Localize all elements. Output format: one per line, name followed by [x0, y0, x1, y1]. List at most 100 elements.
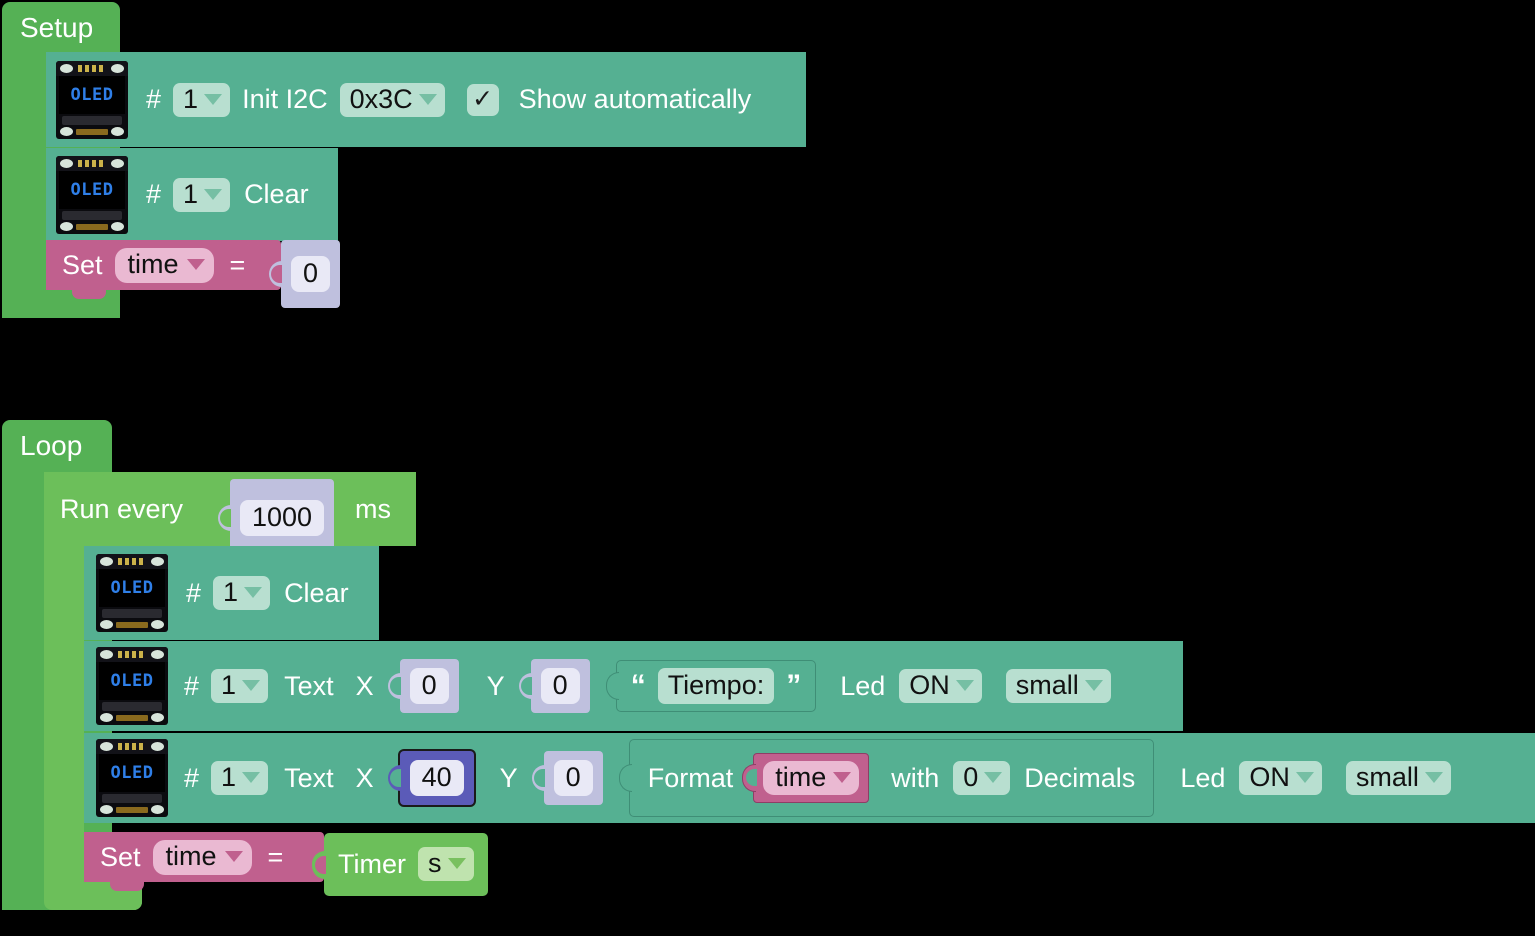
display-number-value: 1: [221, 762, 237, 792]
value-plug: [618, 764, 633, 792]
oled-clear-block[interactable]: OLED # 1 Clear: [46, 148, 338, 241]
y-coordinate-label: Y: [486, 670, 505, 701]
x-coordinate-label: X: [355, 762, 374, 793]
x-value: 40: [409, 760, 464, 796]
quote-close-icon: ”: [786, 669, 802, 702]
font-size-value: small: [1355, 762, 1419, 792]
timer-label: Timer: [338, 848, 406, 879]
chevron-down-icon: [204, 188, 223, 200]
display-number-value: 1: [221, 670, 237, 700]
variable-dropdown[interactable]: time: [763, 761, 860, 795]
text-action-label: Text: [284, 762, 334, 793]
format-label: Format: [647, 762, 734, 793]
format-variable-block[interactable]: time: [742, 753, 870, 803]
oled-clear-block[interactable]: OLED # 1 Clear: [84, 546, 379, 640]
oled-display-icon: OLED: [56, 60, 128, 139]
decimals-value: 0: [963, 762, 979, 792]
chevron-down-icon: [833, 772, 852, 783]
display-number-value: 1: [223, 577, 239, 607]
display-number-dropdown[interactable]: 1: [211, 761, 269, 795]
loop-hat-label: Loop: [20, 430, 83, 461]
led-label: Led: [840, 670, 886, 701]
show-automatically-checkbox[interactable]: ✓: [466, 83, 499, 116]
variable-name: time: [165, 840, 217, 871]
x-number-block-selected[interactable]: 40: [387, 751, 474, 805]
set-variable-block[interactable]: Set time =: [46, 240, 281, 299]
equals-label: =: [267, 841, 284, 872]
chevron-down-icon: [1295, 772, 1314, 783]
led-state-value: ON: [909, 670, 950, 700]
font-size-dropdown[interactable]: small: [1345, 761, 1451, 795]
display-number-dropdown[interactable]: 1: [173, 82, 231, 117]
quote-open-icon: “: [630, 669, 646, 702]
timer-reporter-block[interactable]: Timer s: [312, 833, 488, 896]
y-value: 0: [553, 760, 593, 796]
oled-text-string-block[interactable]: OLED # 1 Text X 0 Y 0 “ Tiempo: ” Led ON…: [84, 641, 1183, 731]
i2c-address-value: 0x3C: [349, 83, 413, 114]
chevron-down-icon: [244, 587, 263, 598]
led-state-value: ON: [1249, 762, 1290, 792]
oled-icon-text: OLED: [110, 578, 154, 598]
y-number-block[interactable]: 0: [531, 751, 603, 805]
y-number-block[interactable]: 0: [518, 659, 590, 713]
oled-icon-text: OLED: [70, 84, 114, 105]
ms-unit-label: ms: [355, 494, 391, 524]
variable-dropdown[interactable]: time: [114, 247, 214, 283]
oled-icon-text: OLED: [70, 179, 114, 200]
value-plug: [218, 505, 231, 531]
oled-icon-text: OLED: [110, 671, 154, 691]
text-action-label: Text: [284, 670, 334, 701]
number-value: 0: [291, 256, 331, 292]
oled-icon-text: OLED: [110, 763, 154, 783]
format-reporter-block[interactable]: Format time with 0 Decimals: [618, 739, 1155, 817]
interval-number-block[interactable]: 1000: [218, 479, 335, 557]
display-hash-label: #: [146, 179, 162, 209]
chevron-down-icon: [1424, 772, 1443, 783]
equals-label: =: [229, 249, 246, 280]
decimals-label: Decimals: [1024, 762, 1136, 793]
x-value: 0: [409, 668, 449, 704]
i2c-address-dropdown[interactable]: 0x3C: [339, 82, 445, 117]
number-value-block[interactable]: 0: [269, 240, 341, 308]
led-state-dropdown[interactable]: ON: [1239, 761, 1322, 795]
value-plug: [531, 765, 545, 791]
value-plug: [387, 765, 401, 791]
display-number-dropdown[interactable]: 1: [211, 669, 269, 703]
y-coordinate-label: Y: [499, 762, 518, 793]
timer-unit-dropdown[interactable]: s: [418, 847, 474, 881]
chevron-down-icon: [1084, 680, 1103, 691]
decimals-dropdown[interactable]: 0: [953, 761, 1011, 795]
variable-name: time: [127, 248, 179, 279]
clear-label: Clear: [244, 179, 309, 209]
x-coordinate-label: X: [355, 670, 374, 701]
display-number-dropdown[interactable]: 1: [213, 576, 271, 610]
timer-unit-value: s: [428, 848, 442, 878]
oled-display-icon: OLED: [56, 155, 128, 234]
value-plug: [742, 764, 758, 792]
string-value[interactable]: Tiempo:: [657, 668, 775, 704]
variable-dropdown[interactable]: time: [152, 839, 252, 875]
font-size-dropdown[interactable]: small: [1005, 669, 1111, 703]
display-number-value: 1: [183, 178, 199, 209]
led-label: Led: [1180, 762, 1226, 793]
value-plug: [312, 850, 326, 879]
value-plug: [605, 672, 620, 700]
clear-label: Clear: [284, 577, 349, 608]
oled-display-icon: OLED: [96, 739, 168, 817]
led-state-dropdown[interactable]: ON: [899, 669, 982, 703]
display-number-dropdown[interactable]: 1: [173, 177, 231, 212]
run-every-label: Run every: [60, 493, 184, 524]
display-hash-label: #: [146, 84, 162, 114]
x-number-block[interactable]: 0: [387, 659, 459, 713]
oled-init-i2c-block[interactable]: OLED # 1 Init I2C 0x3C ✓ Show automatica…: [46, 52, 806, 147]
display-hash-label: #: [184, 670, 200, 701]
show-automatically-label: Show automatically: [518, 84, 752, 114]
oled-text-format-block[interactable]: OLED # 1 Text X 40 Y 0 Format time with …: [84, 733, 1535, 823]
chevron-down-icon: [984, 772, 1003, 783]
with-label: with: [891, 762, 940, 793]
string-reporter-block[interactable]: “ Tiempo: ”: [605, 660, 817, 712]
chevron-down-icon: [955, 680, 974, 691]
set-variable-block[interactable]: Set time =: [84, 832, 324, 891]
chevron-down-icon: [204, 93, 223, 105]
value-plug: [518, 673, 532, 699]
